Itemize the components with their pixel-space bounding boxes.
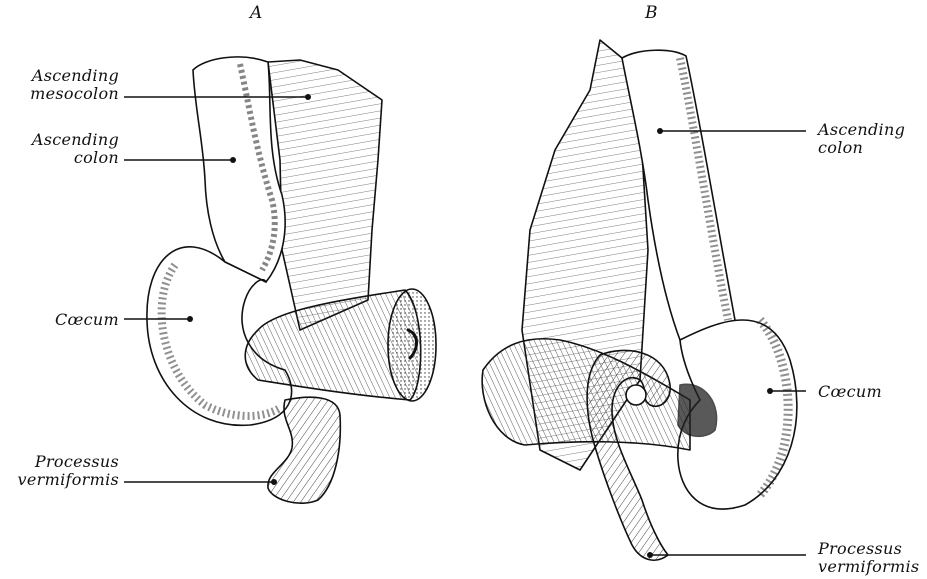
label-caecum-a: Cœcum	[14, 311, 119, 329]
label-caecum-b: Cœcum	[818, 383, 882, 401]
ileum-opening-a	[388, 289, 436, 401]
label-processus-vermiformis-b: Processus vermiformis	[818, 540, 919, 576]
label-processus-vermiformis-a: Processus vermiformis	[14, 453, 119, 489]
panel-label-a: A	[250, 3, 262, 23]
label-ascending-mesocolon: Ascending mesocolon	[14, 67, 119, 103]
panel-label-b: B	[645, 3, 658, 23]
figure-b	[482, 40, 797, 560]
figure-a	[147, 57, 436, 503]
mesocolon-a	[268, 60, 382, 330]
label-ascending-colon-b: Ascending colon	[818, 121, 905, 157]
label-ascending-colon-a: Ascending colon	[14, 131, 119, 167]
